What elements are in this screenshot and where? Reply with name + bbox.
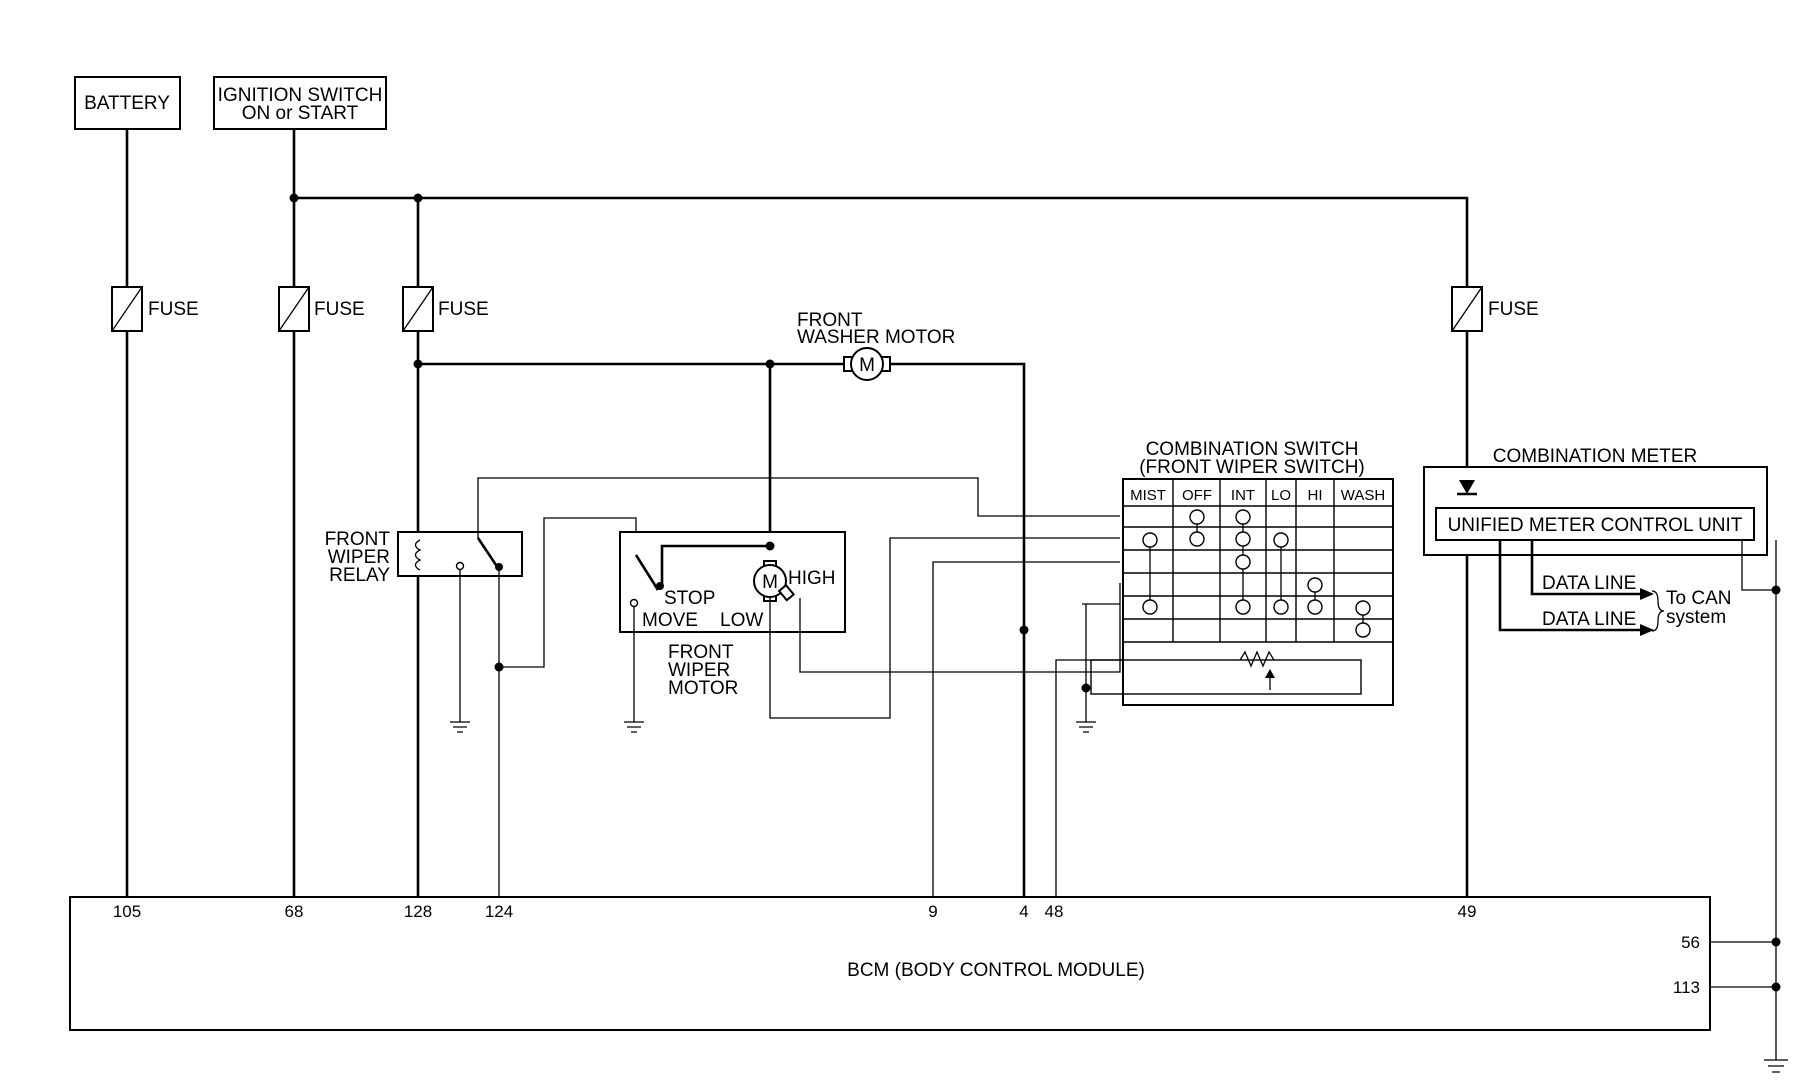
battery-label: BATTERY [84,93,170,114]
power-wires [125,129,1469,897]
fuse-meter: FUSE [1451,286,1539,332]
switch-col-int: INT [1231,487,1255,504]
wiper-motor-high-label: HIGH [788,568,836,589]
front-wiper-relay: FRONT WIPER RELAY [325,529,523,586]
switch-contact-circles [1142,509,1371,638]
wiper-motor-label-1: FRONT [668,642,734,663]
bcm-pin-105: 105 [113,902,141,921]
combination-meter: COMBINATION METER UNIFIED METER CONTROL … [1423,446,1781,1060]
switch-col-mist: MIST [1130,487,1166,504]
combination-switch: COMBINATION SWITCH (FRONT WIPER SWITCH) … [1090,439,1394,706]
washer-motor-label-1: FRONT [797,310,863,331]
wiper-motor-stop-label: STOP [664,588,715,609]
ignition-switch-box: IGNITION SWITCH ON or START [213,76,387,130]
ground-switch-icon [1076,721,1096,733]
bcm-pin-4: 4 [1019,902,1028,921]
fuse-battery: FUSE [111,286,199,332]
fuse-label: FUSE [438,299,489,320]
fuse-label: FUSE [1488,299,1539,320]
front-washer-motor: FRONT WASHER MOTOR M [797,310,955,381]
ignition-switch-label: IGNITION SWITCH [218,85,383,106]
ground-bcm-icon [1764,1059,1788,1073]
wiper-motor-move-label: MOVE [642,610,698,631]
bcm-pin-48: 48 [1045,902,1064,921]
switch-contacts [1149,524,1364,623]
bcm-pin-113: 113 [1673,978,1700,997]
front-wiper-motor: STOP MOVE LOW M HIGH FRONT WIPER MOTOR [619,531,846,722]
combination-meter-label: COMBINATION METER [1493,446,1697,467]
switch-col-hi: HI [1308,487,1323,504]
wiper-motor-low-label: LOW [720,610,763,631]
bcm-pin-56: 56 [1681,933,1700,952]
wiper-relay-label-3: RELAY [329,565,390,586]
switch-col-lo: LO [1271,487,1291,504]
fuse-label: FUSE [314,299,365,320]
washer-motor-label-2: WASHER MOTOR [797,327,955,348]
ground-relay-icon [450,721,470,733]
bcm-label: BCM (BODY CONTROL MODULE) [847,960,1145,981]
wiper-relay-label-1: FRONT [325,529,391,550]
combination-switch-label-2: (FRONT WIPER SWITCH) [1139,457,1365,478]
bcm-pin-9: 9 [928,902,937,921]
fuse-ignition: FUSE [278,286,365,332]
wiper-motor-label-3: MOTOR [668,678,738,699]
wiper-motor-label-2: WIPER [668,660,730,681]
wiper-relay-label-2: WIPER [328,547,390,568]
combination-switch-label-1: COMBINATION SWITCH [1146,439,1359,460]
bcm-pin-49: 49 [1458,902,1477,921]
switch-col-off: OFF [1182,487,1212,504]
fuse-wiper: FUSE [402,286,489,332]
fuse-label: FUSE [148,299,199,320]
ignition-switch-state-label: ON or START [242,103,359,124]
bcm-pin-128: 128 [404,902,432,921]
washer-motor-symbol: M [859,355,875,376]
data-line-label-1: DATA LINE [1542,573,1636,594]
wiper-motor-symbol: M [762,572,778,593]
battery-box: BATTERY [74,76,181,130]
relay-wires [459,477,1120,897]
bcm-pin-124: 124 [485,902,513,921]
ground-wiper-motor-icon [624,721,644,733]
can-label-2: system [1666,607,1726,628]
meter-control-unit-label: UNIFIED METER CONTROL UNIT [1448,515,1743,536]
bcm-module: BCM (BODY CONTROL MODULE) 105 68 128 124… [69,896,1781,1031]
switch-col-wash: WASH [1341,487,1385,504]
bcm-pin-68: 68 [285,902,304,921]
data-line-label-2: DATA LINE [1542,609,1636,630]
can-label-1: To CAN [1666,588,1731,609]
